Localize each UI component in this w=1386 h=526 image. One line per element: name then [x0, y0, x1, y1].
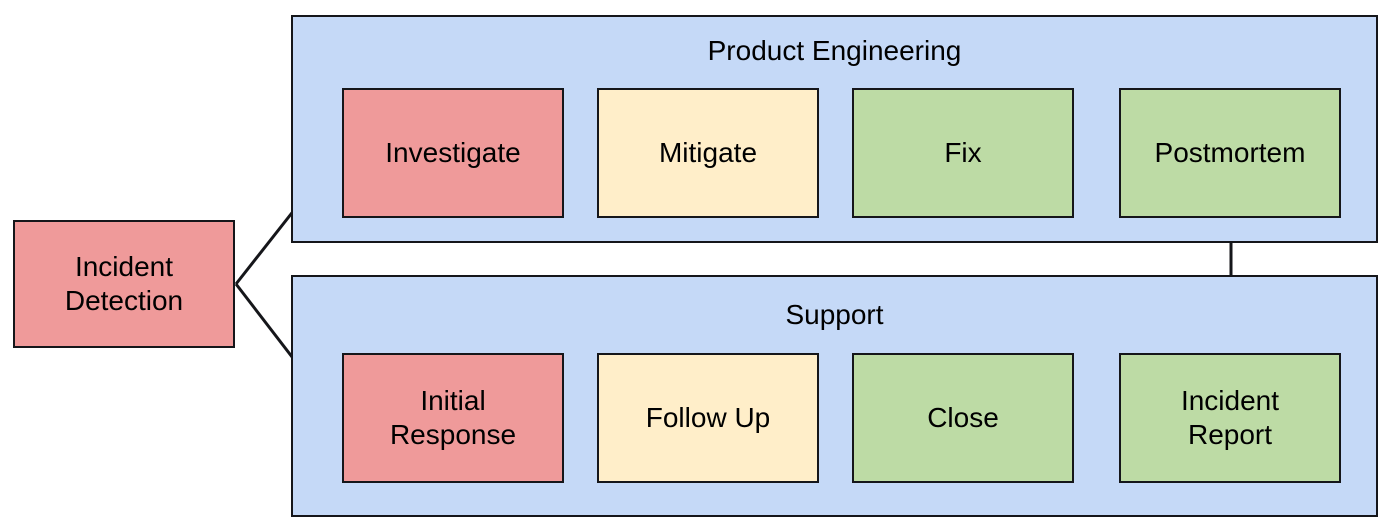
- swimlane-title-product-engineering: Product Engineering: [707, 35, 962, 66]
- node-label-postmortem: Postmortem: [1154, 137, 1306, 168]
- node-label-incident-detection: Incident Detection: [64, 251, 184, 316]
- node-follow-up[interactable]: Follow Up: [597, 353, 819, 483]
- node-incident-report[interactable]: Incident Report: [1119, 353, 1341, 483]
- node-postmortem[interactable]: Postmortem: [1119, 88, 1341, 218]
- node-label-initial-response: Initial Response: [389, 385, 517, 450]
- node-label-investigate: Investigate: [385, 137, 521, 168]
- node-investigate[interactable]: Investigate: [342, 88, 564, 218]
- swimlane-title-support: Support: [785, 299, 884, 330]
- node-label-fix: Fix: [944, 137, 982, 168]
- node-label-close: Close: [927, 402, 999, 433]
- node-label-incident-report: Incident Report: [1180, 385, 1280, 450]
- node-initial-response[interactable]: Initial Response: [342, 353, 564, 483]
- node-fix[interactable]: Fix: [852, 88, 1074, 218]
- node-incident-detection[interactable]: Incident Detection: [13, 220, 235, 348]
- node-close[interactable]: Close: [852, 353, 1074, 483]
- node-label-mitigate: Mitigate: [658, 137, 758, 168]
- node-mitigate[interactable]: Mitigate: [597, 88, 819, 218]
- node-label-follow-up: Follow Up: [645, 402, 771, 433]
